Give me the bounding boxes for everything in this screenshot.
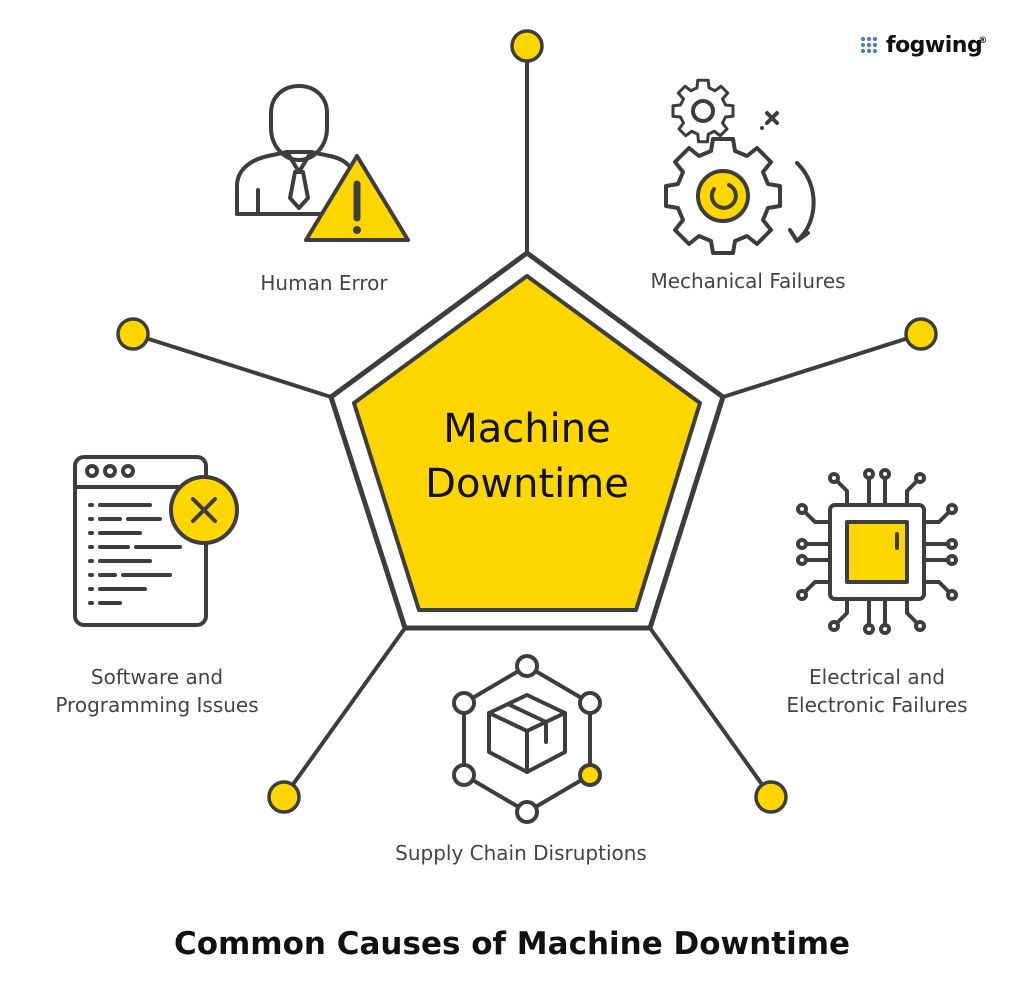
- gears-icon: [664, 78, 816, 255]
- brand-dots-icon: [861, 37, 877, 53]
- label-electrical-line1: Electrical and: [809, 665, 945, 689]
- connector-right: [721, 332, 923, 399]
- label-software-line1: Software and: [91, 665, 223, 689]
- connector-bottom-left: [282, 626, 407, 799]
- brand-name-text: fogwing: [886, 32, 983, 58]
- label-mechanical-failures: Mechanical Failures: [650, 269, 845, 293]
- center-title-line1: Machine: [443, 406, 610, 452]
- person-warning-icon: [235, 84, 410, 242]
- circuit-chip-icon: [796, 468, 958, 635]
- dot-right: [904, 317, 938, 351]
- center-title-line2: Downtime: [425, 461, 629, 507]
- dot-bottom-left: [267, 780, 301, 814]
- dot-left: [116, 317, 150, 351]
- dot-bottom-right: [754, 780, 788, 814]
- brand-logo: fogwing®: [860, 28, 987, 62]
- connector-lines: [131, 44, 923, 799]
- package-network-icon: [452, 654, 602, 824]
- end-dots: [116, 29, 938, 814]
- brand-name: fogwing®: [886, 33, 987, 58]
- footer-title: Common Causes of Machine Downtime: [173, 926, 851, 962]
- label-electrical-line2: Electronic Failures: [786, 693, 967, 717]
- connector-bottom-right: [648, 626, 773, 799]
- connector-left: [131, 332, 333, 399]
- dot-top: [510, 29, 544, 63]
- brand-registered-mark: ®: [978, 36, 987, 47]
- label-supply-chain: Supply Chain Disruptions: [395, 841, 647, 865]
- label-human-error: Human Error: [260, 271, 388, 295]
- pentagon-inner: [352, 274, 702, 612]
- code-window-error-icon: [73, 455, 239, 627]
- label-software-line2: Programming Issues: [55, 693, 258, 717]
